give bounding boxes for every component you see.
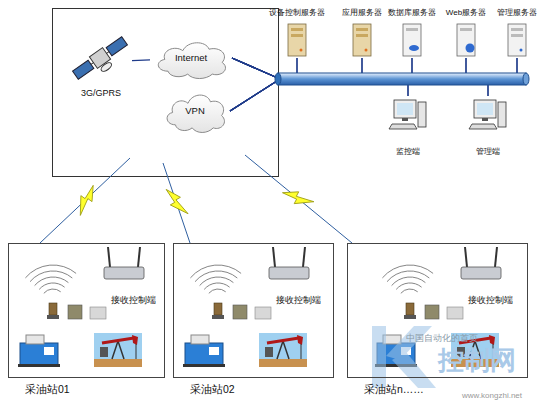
- station-box: 采油站02接收控制端: [173, 243, 334, 378]
- computer-icon: [389, 124, 417, 129]
- server-icon: [460, 28, 472, 31]
- server-node: Web服务器: [441, 8, 491, 58]
- station-heading: 采油站02: [190, 383, 235, 395]
- server-icon: [457, 24, 475, 56]
- computer-icon: [402, 118, 408, 121]
- cloud-node: VPN: [160, 88, 230, 134]
- network-bus: [523, 73, 529, 85]
- watermark-logo: [372, 326, 386, 388]
- server-icon: [356, 34, 368, 37]
- server-icon: [291, 28, 303, 31]
- server-icon: [353, 24, 371, 56]
- lightning-bolt: [282, 183, 314, 213]
- node-label: VPN: [185, 106, 205, 117]
- server-label: 数据库服务器: [388, 8, 436, 17]
- computer-icon: [397, 103, 413, 115]
- watermark-url: www.kongzhi.net: [462, 392, 522, 401]
- receiver-node: 接收控制端: [458, 264, 522, 306]
- wireless-link: [40, 155, 352, 243]
- station-box: 采油站01接收控制端: [8, 243, 165, 378]
- server-node: 设备控制服务器: [267, 8, 327, 58]
- receiver-label: 接收控制端: [468, 296, 513, 306]
- server-icon: [466, 44, 475, 53]
- network-bus: [275, 73, 281, 85]
- receiver-node: 接收控制端: [101, 264, 165, 306]
- wireless-link: [40, 158, 130, 243]
- terminal-label: 监控端: [396, 147, 420, 156]
- network-bus: [275, 73, 529, 85]
- computer-icon: [474, 100, 496, 118]
- terminal-node: 管理端: [466, 96, 510, 156]
- server-label: 应用服务器: [342, 8, 382, 17]
- station-heading: 采油站01: [25, 383, 70, 395]
- lightning-bolt: [71, 185, 102, 216]
- lightning-bolt: [165, 185, 188, 218]
- satellite-icon: [71, 35, 132, 87]
- terminal-label: 管理端: [476, 147, 500, 156]
- node-label: 3G/GPRS: [81, 88, 121, 98]
- server-label: 设备控制服务器: [269, 8, 325, 17]
- computer-icon: [482, 118, 488, 121]
- satellite-icon: [106, 37, 127, 56]
- station-heading: 采油站n……: [364, 383, 424, 395]
- computer-icon: [389, 100, 506, 129]
- server-icon: [356, 28, 368, 31]
- lightning-bolt: [71, 183, 314, 219]
- server-icon: [288, 24, 306, 56]
- watermark-text: 控制网: [438, 346, 516, 375]
- station-illustration: [18, 247, 501, 367]
- server-icon: [300, 49, 303, 52]
- cloud-outline: [158, 43, 225, 79]
- wireless-link: [163, 163, 190, 243]
- network-link: [132, 59, 150, 61]
- server-node: 应用服务器: [337, 8, 387, 58]
- server-label: 管理服务器: [497, 8, 537, 17]
- server-icon: [403, 24, 421, 56]
- cloud-node: Internet: [150, 36, 232, 80]
- computer-icon: [394, 100, 416, 118]
- network-bus: [278, 73, 526, 85]
- server-icon: [520, 49, 523, 52]
- receiver-node: 接收控制端: [266, 264, 330, 306]
- cloud-outline: [167, 95, 224, 132]
- server-node: 数据库服务器: [384, 8, 440, 58]
- satellite-icon: [100, 61, 113, 73]
- station-illustration: [18, 247, 144, 367]
- node-label: Internet: [175, 53, 207, 64]
- receiver-label: 接收控制端: [276, 296, 321, 306]
- computer-icon: [469, 124, 497, 129]
- server-icon: [291, 34, 303, 37]
- computer-icon: [477, 103, 493, 115]
- wireless-link: [245, 155, 352, 243]
- watermark-logo: [392, 352, 436, 388]
- station-illustration: [183, 247, 309, 367]
- computer-icon: [418, 102, 426, 127]
- server-icon: [288, 24, 526, 56]
- computer-icon: [498, 102, 506, 127]
- watermark-text: 中国自动化的首页: [406, 334, 478, 344]
- receiver-label: 接收控制端: [111, 296, 156, 306]
- server-icon: [409, 45, 419, 51]
- server-icon: [406, 28, 418, 31]
- server-icon: [508, 24, 526, 56]
- terminal-node: 监控端: [386, 96, 430, 156]
- server-label: Web服务器: [446, 8, 486, 17]
- satellite-node: 3G/GPRS: [70, 26, 132, 98]
- server-icon: [511, 28, 523, 31]
- network-frame: [53, 9, 279, 177]
- satellite-icon: [73, 60, 94, 79]
- server-node: 管理服务器: [493, 8, 541, 58]
- server-icon: [511, 34, 523, 37]
- server-icon: [365, 49, 368, 52]
